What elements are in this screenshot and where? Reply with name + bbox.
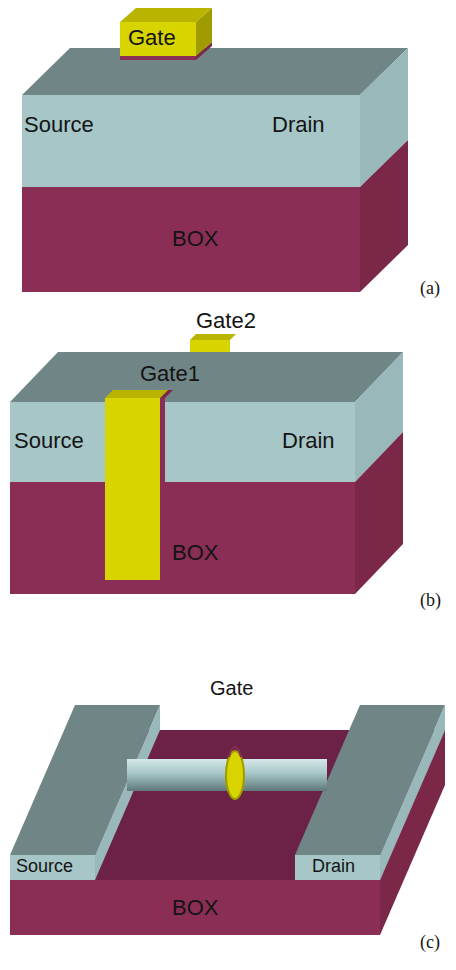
source-label: Source — [16, 856, 73, 878]
source-pad-side — [95, 705, 160, 880]
gate-label: Gate — [210, 676, 253, 700]
gate-front — [120, 22, 196, 56]
gate-side — [196, 8, 212, 56]
drain-label: Drain — [312, 856, 355, 878]
drain-label: Drain — [272, 112, 325, 138]
box-front — [10, 482, 355, 594]
gate2-label: Gate2 — [196, 308, 256, 334]
box-front — [22, 187, 360, 292]
panel-letter: (b) — [420, 590, 441, 612]
source-label: Source — [24, 112, 94, 138]
gate1-front — [105, 398, 160, 580]
box-label: BOX — [172, 895, 218, 921]
box-label: BOX — [172, 226, 218, 252]
box-front — [10, 880, 380, 935]
panel-letter: (a) — [420, 278, 440, 300]
gate-oxide — [160, 398, 165, 580]
drain-pad-front — [295, 855, 380, 880]
box-side — [355, 432, 403, 594]
gate-oxide — [120, 56, 196, 60]
box-label: BOX — [172, 540, 218, 566]
gate1-label: Gate1 — [140, 361, 200, 387]
gate1-top — [105, 390, 168, 398]
gate-top — [120, 8, 212, 22]
gate-label: Gate — [128, 25, 176, 51]
silicon-front — [10, 402, 355, 482]
panel-letter: (c) — [420, 932, 440, 954]
source-label: Source — [14, 428, 84, 454]
drain-pad-side — [380, 705, 445, 880]
gate2-top — [190, 334, 236, 340]
box-side — [360, 140, 408, 292]
source-pad-front — [10, 855, 95, 880]
silicon-top — [10, 352, 403, 402]
silicon-top — [22, 48, 408, 95]
gate2-front — [190, 340, 230, 352]
gate-ring — [226, 751, 244, 799]
gate-oxide — [229, 747, 241, 757]
silicon-front — [22, 95, 360, 187]
drain-label: Drain — [282, 428, 335, 454]
